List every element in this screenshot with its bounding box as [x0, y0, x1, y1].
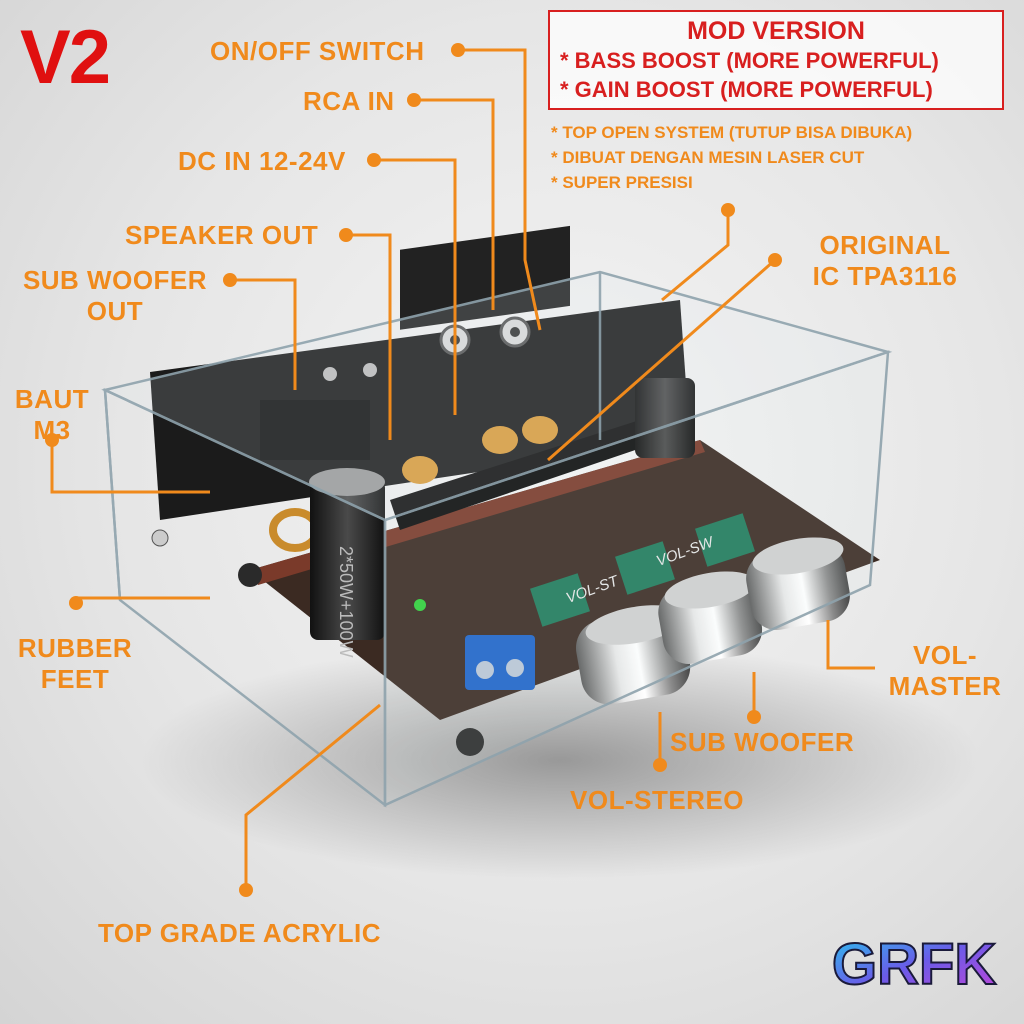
- label-sub-woofer-out-line1: SUB WOOFER: [22, 265, 208, 295]
- label-sub-woofer: SUB WOOFER: [670, 727, 855, 757]
- label-original-line1: ORIGINAL: [819, 230, 951, 260]
- label-original-line2: IC TPA3116: [812, 261, 958, 291]
- note-laser-cut: * DIBUAT DENGAN MESIN LASER CUT: [551, 148, 865, 167]
- label-baut-line2: M3: [33, 415, 71, 445]
- capacitor-label: 2*50W+100W: [336, 546, 356, 658]
- version-title: V2: [20, 15, 111, 100]
- mod-line-gain: * GAIN BOOST (MORE POWERFUL): [560, 77, 933, 102]
- label-baut-m3: BAUT M3: [12, 384, 92, 446]
- floor-shadow: [140, 640, 980, 880]
- mod-version-title: MOD VERSION: [687, 17, 865, 45]
- label-rubber-line1: RUBBER: [17, 633, 133, 663]
- knob-subwoofer: [658, 571, 763, 664]
- note-top-open: * TOP OPEN SYSTEM (TUTUP BISA DIBUKA): [551, 123, 913, 142]
- label-vol-master-line2: MASTER: [888, 671, 1002, 701]
- svg-text:GRFK: GRFK: [832, 932, 996, 997]
- amplifier-board: 2*50W+100W VOL-ST VOL-SW: [238, 378, 880, 756]
- label-vol-master: VOL- MASTER: [880, 640, 1010, 702]
- label-original-ic: ORIGINAL IC TPA3116: [800, 230, 970, 292]
- mod-version-box: MOD VERSION * BASS BOOST (MORE POWERFUL)…: [548, 10, 1004, 110]
- label-sub-woofer-out-line2: OUT: [86, 296, 144, 326]
- knob-master: [746, 537, 850, 630]
- label-rubber-feet: RUBBER FEET: [10, 633, 140, 695]
- note-precise: * SUPER PRESISI: [551, 173, 693, 192]
- label-sub-woofer-out: SUB WOOFER OUT: [15, 265, 215, 327]
- label-rubber-line2: FEET: [40, 664, 110, 694]
- label-vol-master-line1: VOL-: [912, 640, 978, 670]
- back-panel: [150, 225, 690, 547]
- label-rca-in: RCA IN: [303, 86, 395, 116]
- label-vol-stereo: VOL-STEREO: [570, 785, 745, 815]
- callout-dots: [45, 43, 782, 897]
- label-baut-line1: BAUT: [14, 384, 90, 414]
- mod-line-bass: * BASS BOOST (MORE POWERFUL): [560, 48, 939, 73]
- feature-notes: * TOP OPEN SYSTEM (TUTUP BISA DIBUKA) * …: [551, 120, 912, 195]
- label-top-grade-acrylic: TOP GRADE ACRYLIC: [98, 918, 381, 948]
- label-speaker-out: SPEAKER OUT: [125, 220, 319, 250]
- label-dc-in: DC IN 12-24V: [178, 146, 346, 176]
- label-on-off-switch: ON/OFF SWITCH: [210, 36, 425, 66]
- grfk-logo: GRFK: [831, 931, 997, 998]
